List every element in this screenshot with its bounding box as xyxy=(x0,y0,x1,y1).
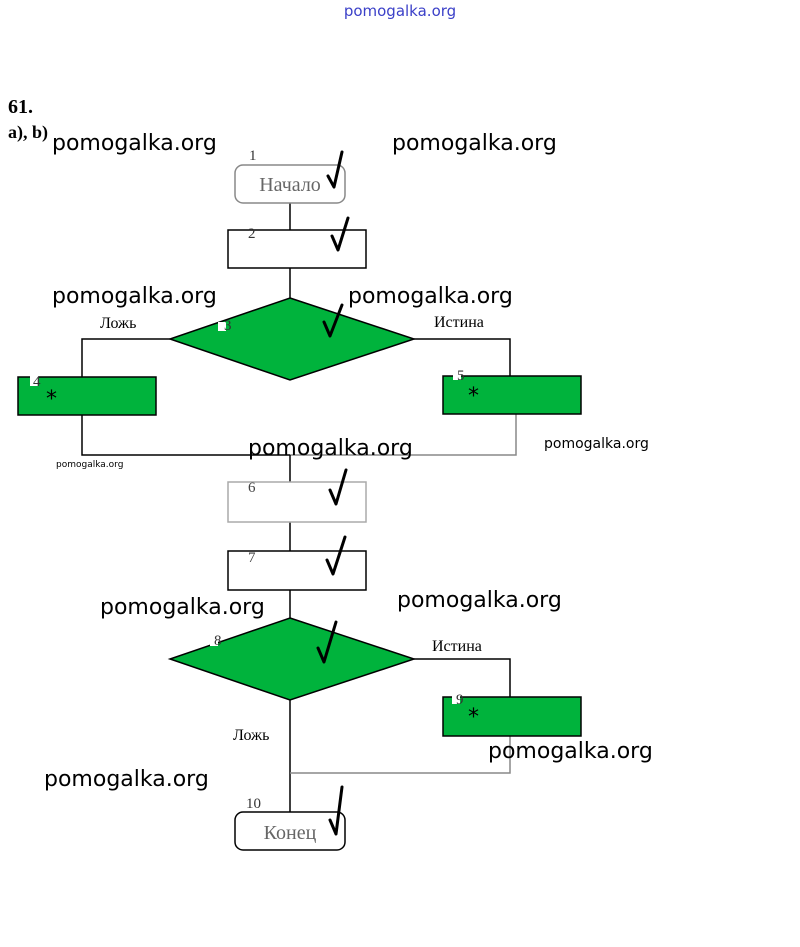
false-label-8: Ложь xyxy=(233,727,269,744)
check-mark-1 xyxy=(326,150,344,189)
connector xyxy=(81,415,290,456)
watermark: pomogalka.org xyxy=(248,436,413,461)
false-label-3: Ложь xyxy=(100,315,136,332)
block-number-5: 5 xyxy=(457,368,465,384)
block-number-4: 4 xyxy=(33,374,41,390)
watermark: pomogalka.org xyxy=(392,131,557,156)
process-block-5 xyxy=(442,375,582,415)
watermark: pomogalka.org xyxy=(348,284,513,309)
watermark: pomogalka.org xyxy=(397,588,562,613)
block-number-10: 10 xyxy=(246,796,261,812)
block-number-3: 3 xyxy=(224,318,232,334)
watermark: pomogalka.org xyxy=(52,131,217,156)
process-block-6 xyxy=(227,481,367,523)
asterisk-mark-5: * xyxy=(468,384,479,409)
check-mark-6 xyxy=(328,468,348,506)
connector xyxy=(290,414,517,456)
decision-block-3 xyxy=(167,297,417,381)
asterisk-mark-4: * xyxy=(46,387,57,412)
task-number: 61. xyxy=(8,96,33,118)
connector xyxy=(290,736,511,774)
check-mark-10 xyxy=(328,785,344,836)
block-number-1: 1 xyxy=(249,148,257,164)
site-link[interactable]: pomogalka.org xyxy=(343,2,457,20)
block-number-8: 8 xyxy=(214,633,222,649)
process-block-9 xyxy=(442,696,582,737)
start-block xyxy=(234,164,346,204)
start-text: Начало xyxy=(259,174,321,196)
block-number-9: 9 xyxy=(456,692,464,708)
check-mark-8 xyxy=(316,620,338,664)
block-number-2: 2 xyxy=(248,226,256,242)
process-block-7 xyxy=(227,550,367,591)
asterisk-mark-9: * xyxy=(468,705,479,730)
true-label-8: Истина xyxy=(432,638,482,655)
connector xyxy=(81,338,170,377)
end-text: Конец xyxy=(264,822,317,844)
check-mark-3 xyxy=(322,303,344,338)
watermark: pomogalka.org xyxy=(52,284,217,309)
end-block xyxy=(234,811,346,851)
connector xyxy=(414,338,511,376)
watermark: pomogalka.org xyxy=(544,436,649,452)
task-subtitle: a), b) xyxy=(8,122,48,142)
watermark: pomogalka.org xyxy=(56,460,124,470)
block-number-7: 7 xyxy=(248,550,256,566)
true-label-3: Истина xyxy=(434,314,484,331)
block-number-6: 6 xyxy=(248,480,256,496)
check-mark-2 xyxy=(330,216,350,252)
watermark: pomogalka.org xyxy=(100,595,265,620)
watermark: pomogalka.org xyxy=(488,739,653,764)
connector xyxy=(414,658,511,697)
process-block-4 xyxy=(17,376,157,416)
decision-block-8 xyxy=(167,617,417,701)
check-mark-7 xyxy=(325,535,347,576)
watermark: pomogalka.org xyxy=(44,767,209,792)
